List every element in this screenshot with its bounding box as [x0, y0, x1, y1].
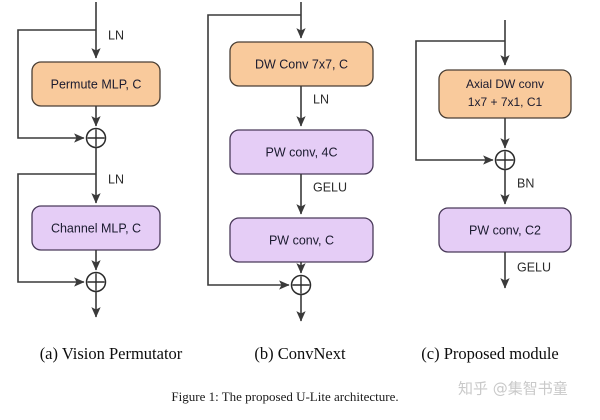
watermark-text: 知乎 @集智书童 — [458, 380, 568, 398]
subcaption-a: (a) Vision Permutator — [40, 344, 183, 363]
residual-connection-proposed — [415, 40, 505, 165]
residual-connection-2 — [17, 173, 96, 287]
edge-label-gelu-proposed: GELU — [517, 260, 551, 274]
subcaption-c: (c) Proposed module — [421, 344, 558, 363]
column-proposed-module: Axial DW conv 1x7 + 7x1, C1 BN PW conv, … — [415, 20, 572, 289]
subcaption-b: (b) ConvNext — [254, 344, 346, 363]
residual-connection-convnext — [207, 14, 301, 290]
column-vision-permutator: LN Permute MLP, C LN Channel MLP, C — [17, 2, 161, 318]
block-pw-conv-c2-label: PW conv, C2 — [469, 223, 541, 237]
edge-label-ln-convnext: LN — [313, 92, 329, 106]
edge-label-bn: BN — [517, 176, 534, 190]
sum-node-proposed — [494, 149, 516, 171]
edge-label-gelu-convnext: GELU — [313, 180, 347, 194]
sum-node-convnext — [290, 274, 312, 296]
edge-label-ln-1: LN — [108, 28, 124, 42]
figure-caption: Figure 1: The proposed U-Lite architectu… — [171, 389, 398, 404]
edge-label-ln-2: LN — [108, 172, 124, 186]
sum-node-2 — [85, 271, 107, 293]
block-permute-mlp-label: Permute MLP, C — [51, 77, 142, 91]
block-channel-mlp-label: Channel MLP, C — [51, 221, 141, 235]
column-convnext: DW Conv 7x7, C LN PW conv, 4C GELU PW co… — [207, 2, 374, 322]
residual-connection-1 — [17, 29, 96, 143]
block-axial-dw-conv-label-line2: 1x7 + 7x1, C1 — [468, 95, 543, 109]
sum-node-1 — [85, 127, 107, 149]
block-dw-conv-7x7-label: DW Conv 7x7, C — [255, 57, 348, 71]
block-pw-conv-4c-label: PW conv, 4C — [265, 145, 337, 159]
block-pw-conv-c-label: PW conv, C — [269, 233, 334, 247]
block-axial-dw-conv-label-line1: Axial DW conv — [466, 77, 544, 91]
